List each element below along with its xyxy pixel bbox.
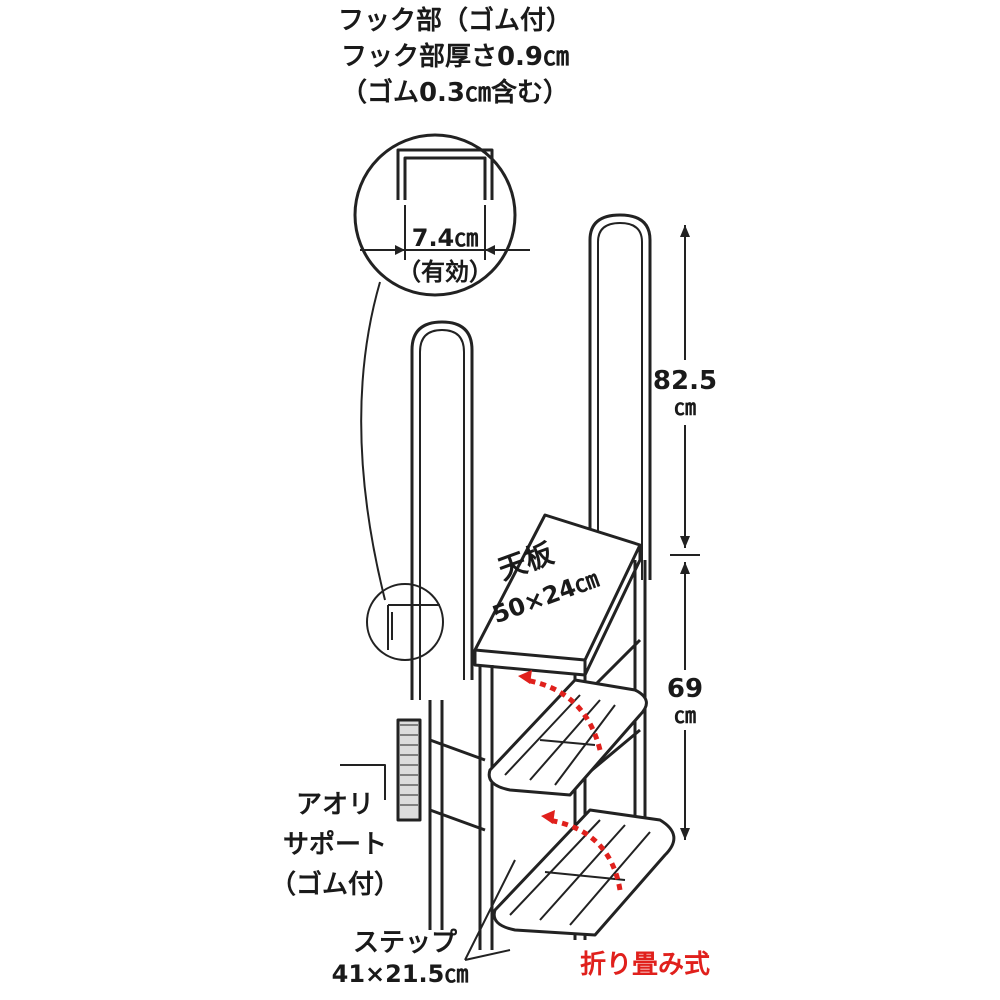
step-label: ステップ bbox=[352, 928, 458, 958]
lower-step bbox=[492, 808, 676, 937]
hook-location-circle bbox=[366, 583, 444, 661]
hook-profile bbox=[396, 148, 494, 200]
lower-height-value: 69 bbox=[666, 674, 704, 704]
support-label-1: アオリ bbox=[295, 790, 375, 820]
leader-line bbox=[360, 281, 386, 601]
hook-width-dimension bbox=[360, 205, 530, 260]
left-handrail bbox=[410, 320, 474, 700]
upper-height-value: 82.5 bbox=[652, 366, 718, 396]
folding-arrows bbox=[524, 677, 623, 891]
hook-rubber-note: （ゴム0.3㎝含む） bbox=[340, 78, 570, 108]
right-handrail bbox=[588, 213, 652, 580]
lower-height-unit: ㎝ bbox=[673, 704, 697, 729]
upper-height-unit: ㎝ bbox=[673, 396, 697, 421]
hook-thickness: フック部厚さ0.9㎝ bbox=[340, 42, 570, 72]
hook-width: 7.4㎝ bbox=[411, 224, 479, 252]
hook-width-note: （有効） bbox=[397, 258, 493, 286]
folding-label: 折り畳み式 bbox=[579, 950, 711, 980]
step-size: 41×21.5㎝ bbox=[331, 960, 469, 988]
support-label-2: サポート bbox=[282, 830, 388, 860]
support-label-3: （ゴム付） bbox=[269, 870, 401, 900]
hook-label: フック部（ゴム付） bbox=[337, 6, 573, 36]
